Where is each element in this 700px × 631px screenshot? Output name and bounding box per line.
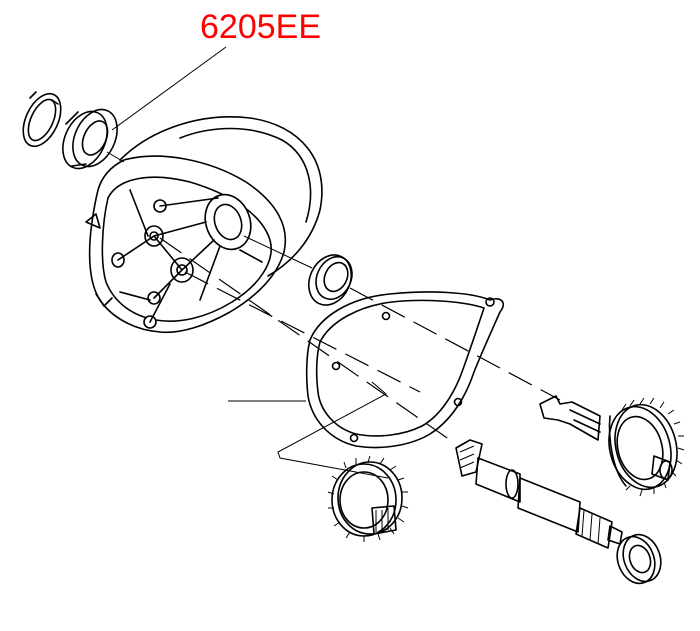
small-bearing (616, 533, 662, 585)
circlip-ring (22, 91, 62, 148)
idler-gear (327, 455, 409, 542)
oil-seal (308, 254, 353, 306)
output-shaft-axis (349, 287, 561, 401)
middle-shaft-axis (159, 237, 451, 441)
seal-axis-line (243, 235, 313, 269)
output-shaft-assembly (539, 395, 685, 497)
idler-axis (184, 271, 421, 393)
gear-bracket-lines (277, 381, 389, 479)
housing-cover (85, 116, 323, 334)
part-number-callout: 6205EE (200, 8, 321, 46)
middle-shaft-assembly (455, 439, 623, 549)
callout-leader-line (111, 46, 227, 131)
bearing-6205ee (62, 108, 118, 170)
bearing-axis-line (106, 151, 125, 163)
gasket (305, 291, 505, 449)
